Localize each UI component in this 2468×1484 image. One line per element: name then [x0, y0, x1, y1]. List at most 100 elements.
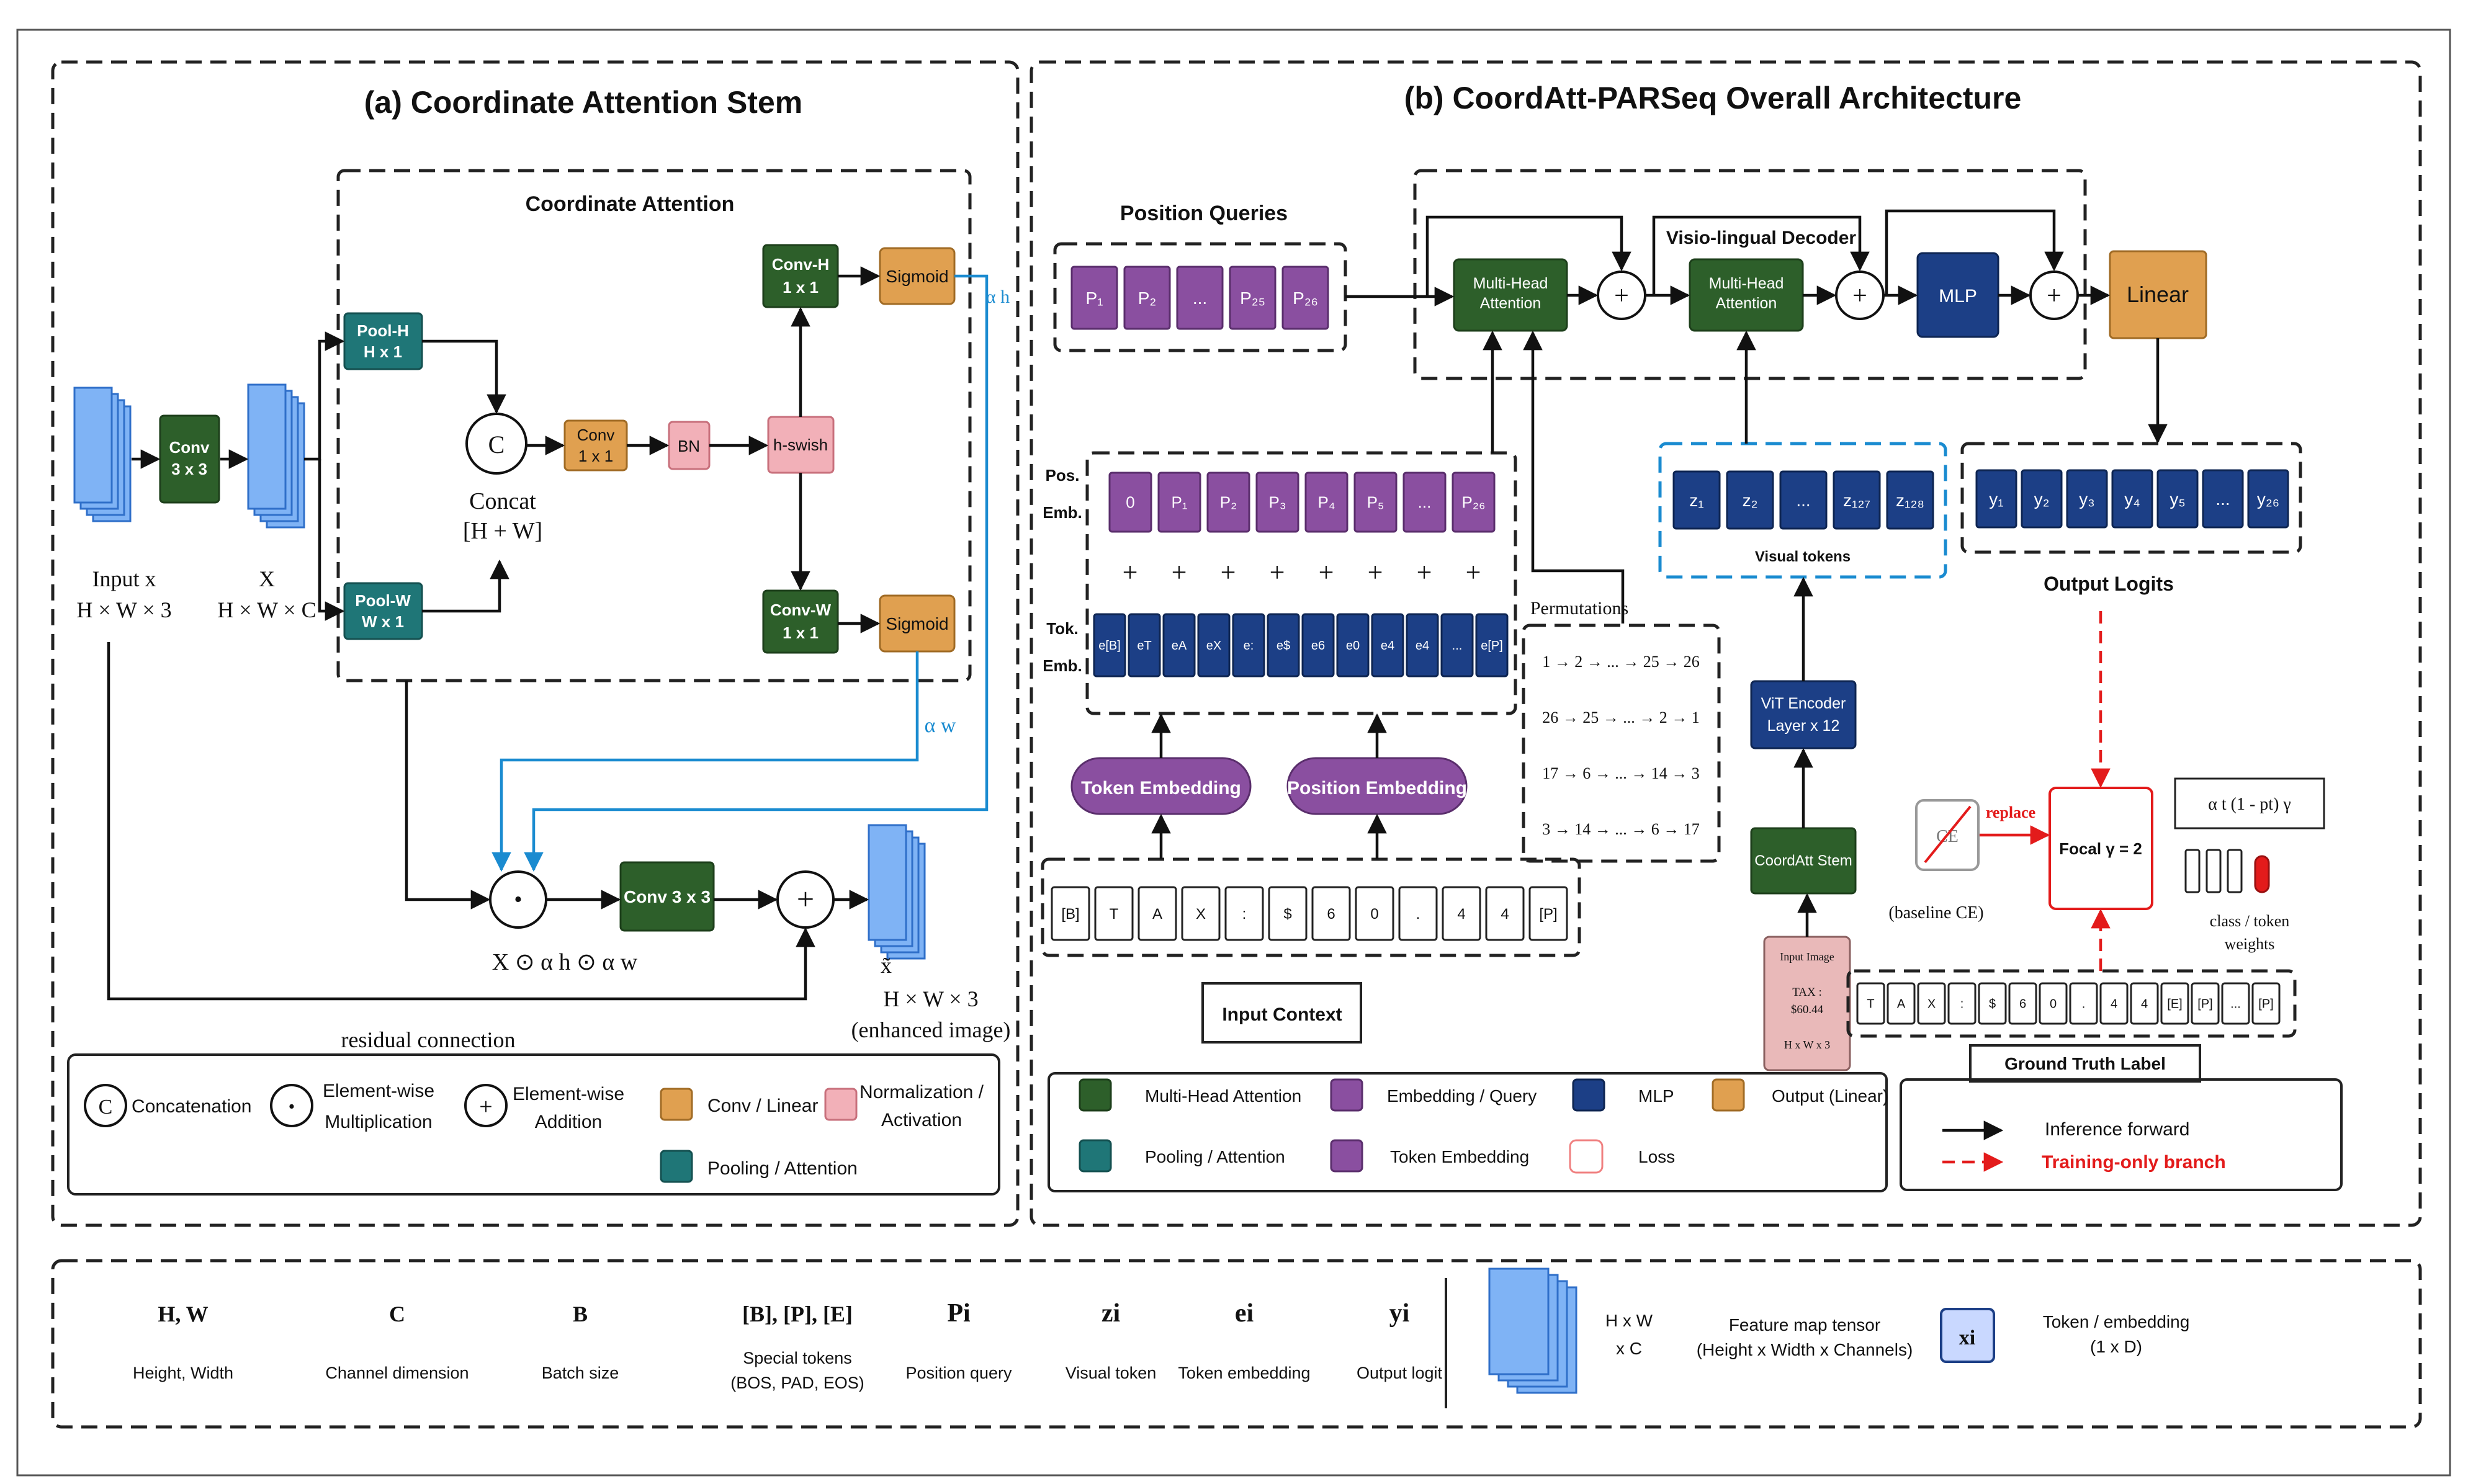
gt-token-cell: [2130, 982, 2159, 1025]
tok-emb-cell: [1128, 613, 1161, 677]
decoder-box: [1413, 169, 2087, 380]
plus-sign: +: [1123, 557, 1138, 588]
output-logit-cell: [1975, 469, 2017, 529]
notation-symbol: H, W: [158, 1302, 208, 1326]
alpha-h-label: α h: [986, 287, 1010, 307]
gt-token-label: ...: [2230, 998, 2241, 1011]
input-token-cell: [1442, 886, 1481, 941]
permutations-title: Permutations: [1530, 598, 1628, 619]
legend-conv-swatch: [660, 1088, 693, 1121]
gt-token-label: 6: [2019, 998, 2026, 1011]
gt-token-cell: [1947, 982, 1977, 1025]
tok-emb-label: eA: [1172, 639, 1187, 653]
input-token-cell: [1138, 886, 1177, 941]
output-label: H × W × 3(enhanced image): [851, 986, 1011, 1042]
input-token-label: 0: [1370, 906, 1378, 923]
gt-token-cell: [1917, 982, 1946, 1025]
input-token-label: T: [1110, 906, 1119, 923]
position-query-label: P₂₅: [1240, 288, 1265, 308]
tok-emb-cell: [1267, 613, 1300, 677]
output-logit-label: y₂: [2034, 489, 2050, 509]
baseline-ce-label: (baseline CE): [1888, 903, 1983, 923]
notation-desc: Batch size: [542, 1364, 619, 1382]
panel-b-legend-box: [1048, 1072, 1888, 1192]
permutation-item: 17 → 6 → ... → 14 → 3: [1542, 764, 1700, 782]
gt-token-label: [P]: [2197, 998, 2212, 1011]
input-token-cell: [1268, 886, 1308, 941]
panel-b-border: [1030, 60, 2422, 1227]
notation-symbol: zi: [1102, 1299, 1121, 1328]
input-context-box: [1041, 857, 1581, 957]
visual-token-cell: [1833, 470, 1881, 530]
input-token-label: 4: [1457, 906, 1465, 923]
output-tensor: [868, 824, 926, 960]
input-token-cell: [1311, 886, 1351, 941]
input-token-label: X: [1196, 906, 1206, 923]
gt-token-label: T: [1867, 998, 1874, 1011]
notation-desc: Visual token: [1066, 1364, 1157, 1382]
linear-label: Linear: [2127, 282, 2189, 307]
flow-legend-box: [1900, 1078, 2343, 1191]
position-query-cell: [1176, 266, 1224, 330]
tok-emb-cell: [1475, 613, 1509, 677]
panel-a-legend-box: [67, 1053, 1000, 1196]
panel-b-connections: [1151, 209, 2168, 971]
notation-symbol: B: [573, 1302, 588, 1326]
bn-label: BN: [678, 437, 700, 455]
legend-pool-b-label: Pooling / Attention: [1145, 1147, 1285, 1166]
visual-token-label: z₁₂₇: [1843, 491, 1870, 510]
outer-frame: [16, 29, 2451, 1477]
output-logit-cell: [2156, 469, 2199, 529]
legend-norm-swatch: [824, 1088, 858, 1121]
position-queries-label: Position Queries: [1120, 202, 1288, 225]
plus-sign: +: [1466, 557, 1481, 588]
tok-emb-label: e$: [1277, 639, 1290, 653]
plus-sign: +: [1368, 557, 1383, 588]
legend-pool-swatch: [660, 1150, 693, 1183]
input-token-cell: [1398, 886, 1438, 941]
input-image-title: Input Image: [1780, 950, 1834, 963]
notation-symbol: Pi: [947, 1299, 971, 1328]
notation-tensor-icon: [1488, 1267, 1577, 1394]
input-token-cell: [1051, 886, 1090, 941]
legend-norm-label: Normalization /Activation: [859, 1082, 984, 1130]
position-query-label: P₂₆: [1293, 288, 1318, 308]
pos-emb-cell: [1157, 472, 1201, 533]
visual-token-label: z₁: [1689, 491, 1703, 510]
gt-token-cell: [2008, 982, 2037, 1025]
tok-emb-cell: [1093, 613, 1126, 677]
gt-token-cell: [2251, 982, 2281, 1025]
notation-desc: Position query: [905, 1364, 1012, 1382]
legend-output-label: Output (Linear): [1772, 1086, 1888, 1106]
replace-label: replace: [1986, 803, 2035, 821]
input-tensor: [73, 387, 132, 522]
panel-a: (a) Coordinate Attention Stem Coordinate…: [51, 60, 1020, 1227]
ce-strike: [1924, 805, 1972, 864]
gt-token-label: 4: [2111, 998, 2117, 1011]
legend-inference-label: Inference forward: [2045, 1119, 2189, 1140]
input-context-label: Input Context: [1222, 1004, 1342, 1025]
plus-row: ++++++++: [1123, 557, 1481, 588]
ground-truth-box: [1846, 969, 2297, 1038]
ground-truth-tag: [1969, 1044, 2201, 1083]
pos-emb-label: Pos.Emb.: [1043, 466, 1082, 522]
output-logit-label: y₄: [2124, 489, 2140, 509]
legend-add-icon: [464, 1084, 508, 1127]
position-query-label: P₂: [1138, 288, 1157, 308]
pos-emb-label: P₄: [1318, 493, 1335, 512]
notation-desc: Height, Width: [133, 1364, 233, 1382]
conv-h-box: [762, 244, 839, 308]
output-logit-label: y₃: [2079, 489, 2094, 509]
gt-token-label: $: [1989, 998, 1996, 1011]
pos-emb-cell: [1304, 472, 1348, 533]
pos-emb-label: P₂: [1220, 493, 1237, 512]
visual-token-cell: [1886, 470, 1934, 530]
input-token-cell: [1528, 886, 1568, 941]
